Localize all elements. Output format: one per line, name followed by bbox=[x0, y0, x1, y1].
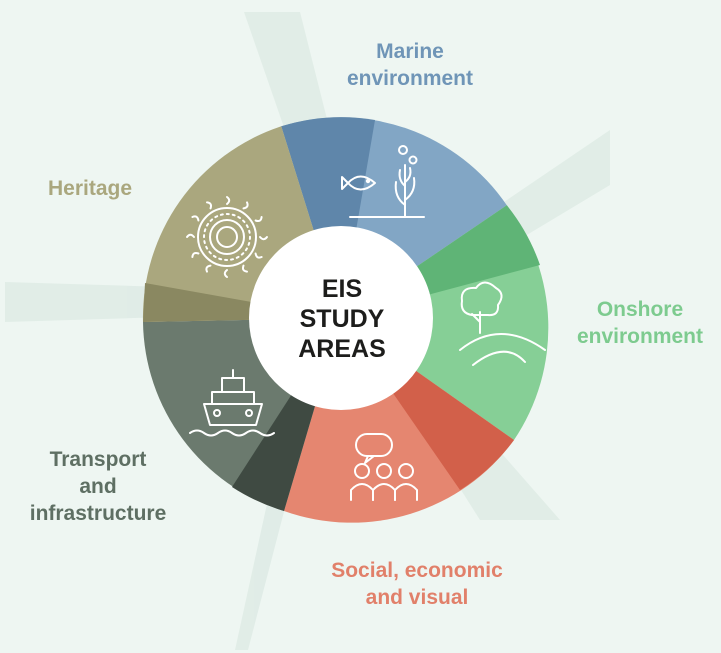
center-title: EIS STUDY AREAS bbox=[262, 274, 422, 364]
people-speech-icon bbox=[350, 433, 418, 501]
label-marine-environment: Marine environment bbox=[300, 38, 520, 92]
label-onshore-line1: Onshore bbox=[596, 298, 684, 321]
sun-ray bbox=[186, 233, 195, 238]
sun-ray bbox=[205, 264, 212, 273]
label-heritage-line1: Heritage bbox=[48, 177, 133, 200]
center-title-line1: EIS bbox=[321, 275, 363, 303]
sun-ray bbox=[223, 269, 228, 278]
sun-ray bbox=[206, 201, 213, 210]
label-social-line1: Social, economic bbox=[331, 559, 503, 582]
label-transport-line2: and bbox=[79, 475, 117, 498]
center-title-line3: AREAS bbox=[298, 335, 386, 363]
label-transport-infrastructure: Transport and infrastructure bbox=[8, 446, 188, 527]
label-transport-line3: infrastructure bbox=[29, 502, 167, 525]
label-transport-line1: Transport bbox=[49, 448, 147, 471]
center-title-line2: STUDY bbox=[299, 305, 385, 333]
sun-ray bbox=[226, 196, 231, 205]
ship-icon bbox=[189, 369, 275, 437]
sun-ray bbox=[254, 252, 263, 259]
label-social-line2: and visual bbox=[365, 586, 469, 609]
label-onshore-environment: Onshore environment bbox=[560, 296, 720, 350]
label-marine-line1: Marine bbox=[376, 40, 444, 63]
label-heritage: Heritage bbox=[48, 175, 168, 202]
sun-ray bbox=[259, 236, 268, 241]
sun-ray bbox=[254, 216, 263, 223]
sun-ray bbox=[242, 201, 249, 210]
label-social-economic-visual: Social, economic and visual bbox=[292, 557, 542, 611]
label-onshore-line2: environment bbox=[576, 325, 704, 348]
sun-pattern-icon bbox=[186, 196, 268, 278]
fish-seaweed-icon bbox=[341, 145, 425, 218]
label-marine-line2: environment bbox=[346, 67, 474, 90]
sun-ray bbox=[191, 251, 200, 258]
sun-ray bbox=[241, 264, 248, 273]
tree-hill-icon bbox=[459, 281, 546, 366]
wheel bbox=[142, 117, 549, 523]
sun-ray bbox=[191, 215, 200, 222]
center-circle bbox=[249, 226, 433, 410]
segment-marine-shade bbox=[281, 117, 375, 318]
